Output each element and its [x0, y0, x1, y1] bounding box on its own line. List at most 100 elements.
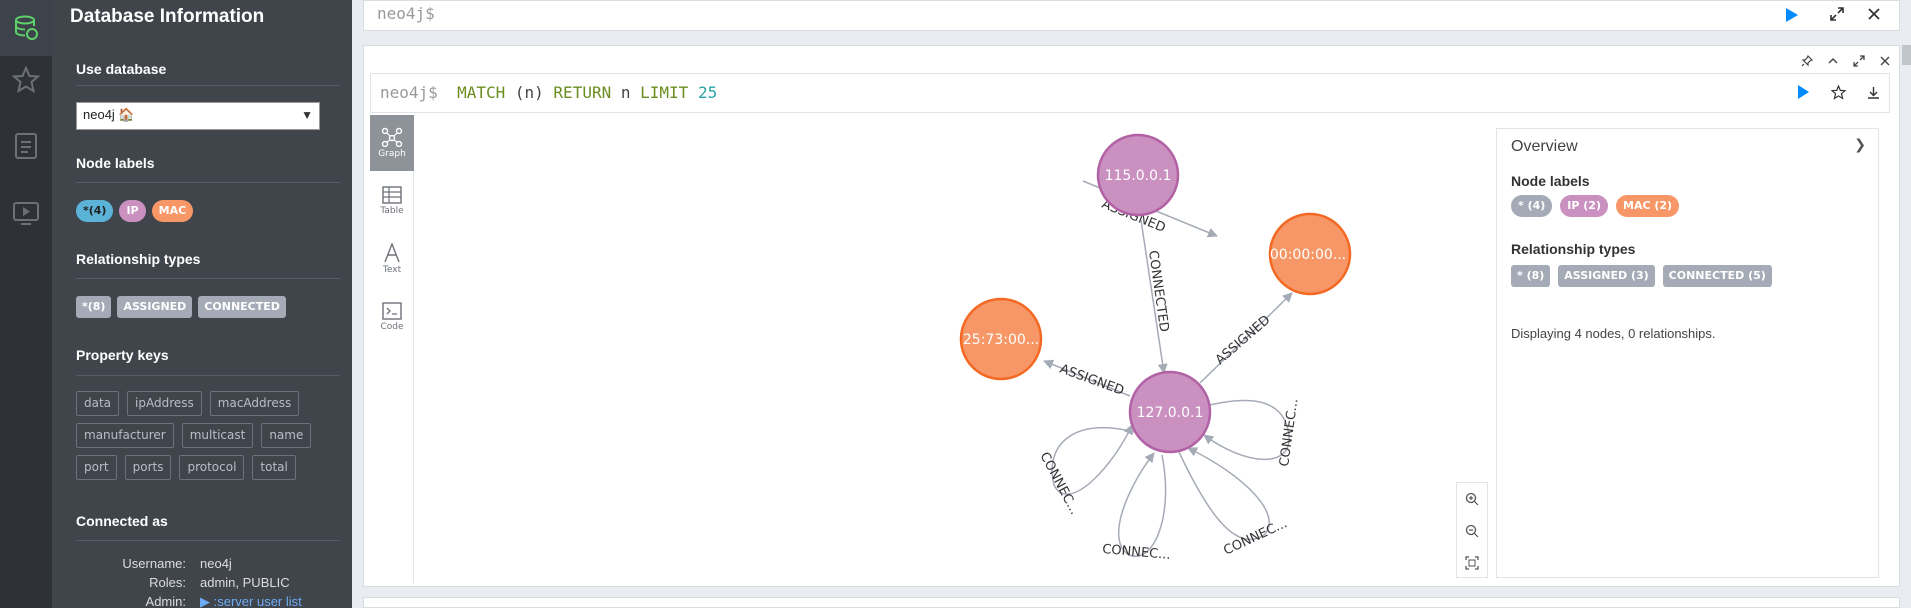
- rel-label: CONNECTED: [1145, 249, 1171, 333]
- icon-rail: [0, 0, 52, 608]
- close-icon[interactable]: [1866, 6, 1882, 26]
- expand-icon[interactable]: [1829, 6, 1845, 26]
- property-key[interactable]: manufacturer: [76, 423, 174, 448]
- code-icon: [382, 302, 402, 320]
- close-frame-icon[interactable]: [1879, 52, 1891, 71]
- node-label-mac[interactable]: MAC: [151, 200, 194, 222]
- document-icon[interactable]: [0, 118, 52, 174]
- overview-node-labels: * (4) IP (2) MAC (2): [1511, 195, 1680, 217]
- zoom-out-icon[interactable]: [1457, 515, 1487, 547]
- play-circle-icon: ▶: [200, 594, 210, 608]
- property-key[interactable]: port: [76, 455, 117, 480]
- rel-label: ASSIGNED: [1213, 313, 1274, 368]
- chevron-down-icon: ▼: [301, 108, 313, 122]
- relationship-types-title: Relationship types: [76, 251, 201, 267]
- node-caption: 127.0.0.1: [1137, 405, 1204, 421]
- query-text[interactable]: neo4j$ MATCH (n) RETURN n LIMIT 25: [380, 83, 718, 102]
- property-keys-title: Property keys: [76, 347, 169, 363]
- editor-prompt: neo4j$: [377, 4, 435, 23]
- rel-label: ASSIGNED: [1058, 362, 1126, 399]
- property-key[interactable]: name: [261, 423, 312, 448]
- query-bar[interactable]: neo4j$ MATCH (n) RETURN n LIMIT 25: [370, 73, 1890, 113]
- run-query-icon[interactable]: [1795, 84, 1811, 104]
- graph-node[interactable]: [1268, 212, 1352, 296]
- tab-code-label: Code: [380, 322, 404, 332]
- node-caption: 115.0.0.1: [1105, 168, 1172, 184]
- graph-node[interactable]: [959, 297, 1043, 381]
- rel-label: CONNEC...: [1036, 450, 1081, 517]
- node-label-all[interactable]: *(4): [76, 200, 114, 222]
- connected-as-title: Connected as: [76, 513, 168, 529]
- overview-rel-all[interactable]: * (8): [1511, 265, 1551, 287]
- star-icon[interactable]: [0, 52, 52, 108]
- overview-rel-connected[interactable]: CONNECTED (5): [1662, 265, 1772, 287]
- table-icon: [382, 186, 402, 204]
- database-info-drawer: Database Information Use database neo4j …: [52, 0, 352, 608]
- favorite-star-icon[interactable]: [1830, 83, 1847, 104]
- run-icon[interactable]: [1782, 6, 1800, 28]
- graph-node[interactable]: [1128, 370, 1212, 454]
- use-database-title: Use database: [76, 61, 167, 77]
- rel-assigned-3[interactable]: [1043, 359, 1131, 397]
- tab-text[interactable]: Text: [370, 231, 414, 287]
- pin-icon[interactable]: [1801, 52, 1814, 71]
- relationship-types-list: *(8) ASSIGNED CONNECTED: [76, 296, 286, 318]
- rel-type-assigned[interactable]: ASSIGNED: [117, 296, 193, 318]
- database-select-value: neo4j 🏠: [83, 107, 135, 122]
- tab-table[interactable]: Table: [370, 173, 414, 229]
- zoom-controls: [1456, 482, 1488, 578]
- overview-panel: Overview ❯ Node labels * (4) IP (2) MAC …: [1496, 128, 1879, 578]
- property-key[interactable]: multicast: [181, 423, 254, 448]
- top-editor[interactable]: neo4j$: [363, 0, 1900, 31]
- overview-node-label-ip[interactable]: IP (2): [1560, 195, 1608, 217]
- frame-toolbar: [1801, 52, 1891, 71]
- node-labels-title: Node labels: [76, 155, 155, 171]
- server-user-list-link[interactable]: :server user list: [213, 594, 302, 608]
- self-loop[interactable]: [1193, 399, 1290, 461]
- video-icon[interactable]: [0, 185, 52, 241]
- node-caption: 00:00:00...: [1270, 247, 1346, 263]
- database-icon[interactable]: [0, 0, 52, 56]
- database-select[interactable]: neo4j 🏠 ▼: [76, 102, 320, 130]
- next-frame: [363, 597, 1900, 608]
- download-icon[interactable]: [1866, 85, 1881, 104]
- property-key[interactable]: ipAddress: [127, 391, 202, 416]
- tab-code[interactable]: Code: [370, 289, 414, 345]
- property-key[interactable]: macAddress: [209, 391, 300, 416]
- rel-type-connected[interactable]: CONNECTED: [198, 296, 286, 318]
- zoom-in-icon[interactable]: [1457, 483, 1487, 515]
- property-key[interactable]: data: [76, 391, 120, 416]
- overview-rel-types-title: Relationship types: [1511, 241, 1636, 257]
- rel-assigned-2[interactable]: [1199, 292, 1293, 384]
- overview-rel-types: * (8) ASSIGNED (3) CONNECTED (5): [1511, 265, 1772, 287]
- collapse-icon[interactable]: [1827, 52, 1839, 71]
- property-key[interactable]: ports: [124, 455, 172, 480]
- rel-label: CONNEC...: [1102, 542, 1172, 563]
- self-loop[interactable]: [1178, 447, 1270, 541]
- overview-node-label-all[interactable]: * (4): [1511, 195, 1553, 217]
- tab-text-label: Text: [382, 265, 402, 275]
- overview-node-labels-title: Node labels: [1511, 173, 1590, 189]
- rel-connected-main[interactable]: [1140, 219, 1168, 374]
- chevron-right-icon[interactable]: ❯: [1854, 137, 1866, 153]
- property-key[interactable]: protocol: [179, 455, 245, 480]
- overview-rel-assigned[interactable]: ASSIGNED (3): [1558, 265, 1655, 287]
- scrollbar[interactable]: [1902, 45, 1911, 65]
- node-caption: 25:73:00...: [963, 332, 1039, 348]
- node-labels-list: *(4) IP MAC: [76, 200, 194, 222]
- fullscreen-icon[interactable]: [1853, 52, 1865, 71]
- overview-node-label-mac[interactable]: MAC (2): [1616, 195, 1680, 217]
- text-icon: [384, 243, 400, 263]
- fit-icon[interactable]: [1457, 547, 1487, 579]
- rel-type-all[interactable]: *(8): [76, 296, 112, 318]
- node-label-ip[interactable]: IP: [119, 200, 146, 222]
- self-loop[interactable]: [1118, 452, 1167, 558]
- property-keys-list: data ipAddress macAddress manufacturer m…: [76, 391, 346, 480]
- graph-node[interactable]: [1096, 133, 1180, 217]
- graph-canvas[interactable]: ASSIGNED CONNECTED ASSIGNED ASSIGNED CON…: [414, 115, 1494, 583]
- tab-graph[interactable]: Graph: [370, 115, 414, 171]
- property-key[interactable]: total: [252, 455, 296, 480]
- self-loop[interactable]: [1051, 424, 1139, 495]
- rel-label: CONNEC...: [1277, 398, 1301, 468]
- tab-table-label: Table: [380, 206, 404, 216]
